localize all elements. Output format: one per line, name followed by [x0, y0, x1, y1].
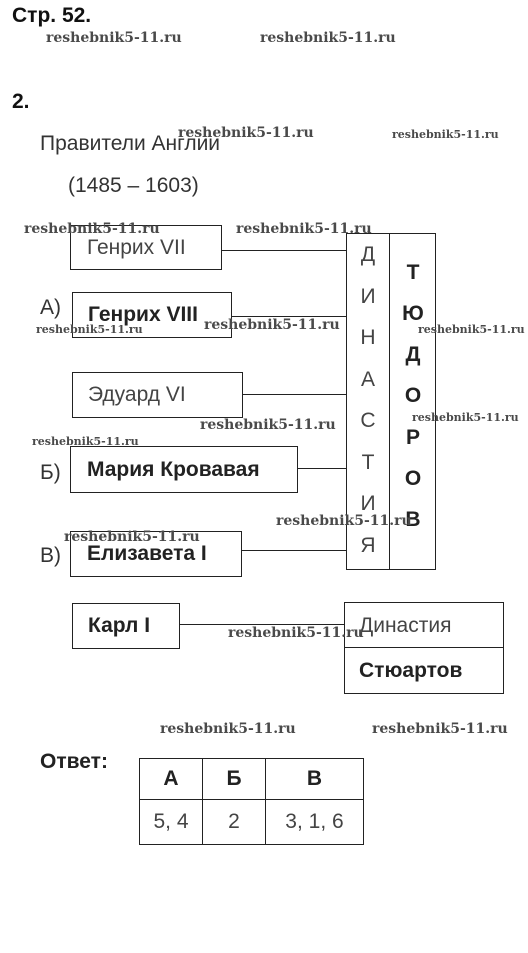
watermark: reshebnik5-11.ru — [392, 128, 499, 141]
dynasty-stuarts-bottom: Стюартов — [344, 647, 504, 694]
watermark: reshebnik5-11.ru — [276, 513, 412, 529]
tudors-letter: О — [404, 384, 422, 408]
tudors-word-vertical: Т Ю Д О Р О В — [390, 262, 436, 530]
watermark: reshebnik5-11.ru — [36, 323, 143, 336]
answer-header-v: В — [265, 758, 364, 800]
dynasty-letter: Д — [360, 243, 376, 266]
ruler-name: Генрих VIII — [88, 303, 198, 326]
ruler-letter-v: В) — [40, 544, 61, 567]
ruler-box-henry-vii: Генрих VII — [70, 225, 222, 270]
watermark: reshebnik5-11.ru — [204, 317, 340, 333]
watermark: reshebnik5-11.ru — [178, 125, 314, 141]
dynasty-letter: И — [360, 492, 376, 516]
answer-value-b: 2 — [202, 799, 266, 845]
answer-value-a: 5, 4 — [139, 799, 203, 845]
answer-table: А Б В 5, 4 2 3, 1, 6 — [139, 758, 364, 845]
ruler-letter-a: А) — [40, 296, 61, 319]
connector-line — [232, 316, 347, 317]
answer-label: Ответ: — [40, 750, 108, 773]
tudors-letter: Д — [405, 343, 421, 367]
answer-header-row: А Б В — [139, 758, 364, 800]
answer-value-row: 5, 4 2 3, 1, 6 — [139, 799, 364, 845]
connector-line — [242, 550, 347, 551]
dynasty-letter: И — [360, 284, 376, 308]
ruler-box-mary: Мария Кровавая — [70, 446, 298, 493]
watermark: reshebnik5-11.ru — [372, 721, 508, 737]
connector-line — [222, 250, 347, 251]
watermark: reshebnik5-11.ru — [32, 435, 139, 448]
watermark: reshebnik5-11.ru — [24, 221, 160, 237]
ruler-letter-b: Б) — [40, 461, 61, 484]
connector-line — [298, 468, 347, 469]
watermark: reshebnik5-11.ru — [418, 323, 525, 336]
dynasty-tudors-box-right — [389, 233, 436, 570]
ruler-name: Елизавета I — [87, 542, 207, 565]
page-number: Стр. 52. — [12, 4, 92, 27]
ruler-box-charles-i: Карл I — [72, 603, 180, 649]
dynasty-word-vertical: Д И Н А С Т И Я — [346, 244, 390, 556]
watermark: reshebnik5-11.ru — [412, 411, 519, 424]
tudors-letter: Т — [406, 261, 420, 284]
diagram-title: Правители Англии — [40, 132, 221, 155]
watermark: reshebnik5-11.ru — [228, 625, 364, 641]
dynasty-letter: А — [360, 367, 375, 391]
answer-header-a: А — [139, 758, 203, 800]
dynasty-stuarts-name: Стюартов — [359, 658, 463, 682]
dynasty-tudors-box-left — [346, 233, 390, 570]
tudors-letter: Ю — [402, 302, 424, 326]
dynasty-letter: Н — [360, 326, 376, 350]
dynasty-stuarts-top: Династия — [344, 602, 504, 649]
watermark: reshebnik5-11.ru — [160, 721, 296, 737]
connector-line — [243, 394, 347, 395]
ruler-box-edward-vi: Эдуард VI — [72, 372, 243, 418]
ruler-name: Карл I — [88, 614, 151, 637]
dynasty-letter: Т — [361, 450, 375, 474]
ruler-name: Генрих VII — [87, 235, 186, 259]
diagram-period: (1485 – 1603) — [68, 174, 199, 197]
watermark: reshebnik5-11.ru — [64, 529, 200, 545]
task-number: 2. — [12, 90, 30, 113]
tudors-letter: Р — [405, 425, 420, 449]
watermark: reshebnik5-11.ru — [260, 30, 396, 46]
dynasty-stuarts-word: Династия — [359, 613, 452, 637]
dynasty-letter: Я — [360, 533, 376, 557]
answer-value-v: 3, 1, 6 — [265, 799, 364, 845]
tudors-letter: В — [405, 507, 421, 531]
ruler-box-henry-viii: Генрих VIII — [72, 292, 232, 338]
dynasty-letter: С — [360, 409, 376, 433]
answer-header-b: Б — [202, 758, 266, 800]
ruler-name: Мария Кровавая — [87, 457, 260, 481]
watermark: reshebnik5-11.ru — [236, 221, 372, 237]
watermark: reshebnik5-11.ru — [200, 417, 336, 433]
watermark: reshebnik5-11.ru — [46, 30, 182, 46]
ruler-name: Эдуард VI — [88, 383, 186, 406]
tudors-letter: О — [404, 466, 422, 490]
ruler-box-elizabeth-i: Елизавета I — [70, 531, 242, 577]
connector-line — [180, 624, 345, 625]
